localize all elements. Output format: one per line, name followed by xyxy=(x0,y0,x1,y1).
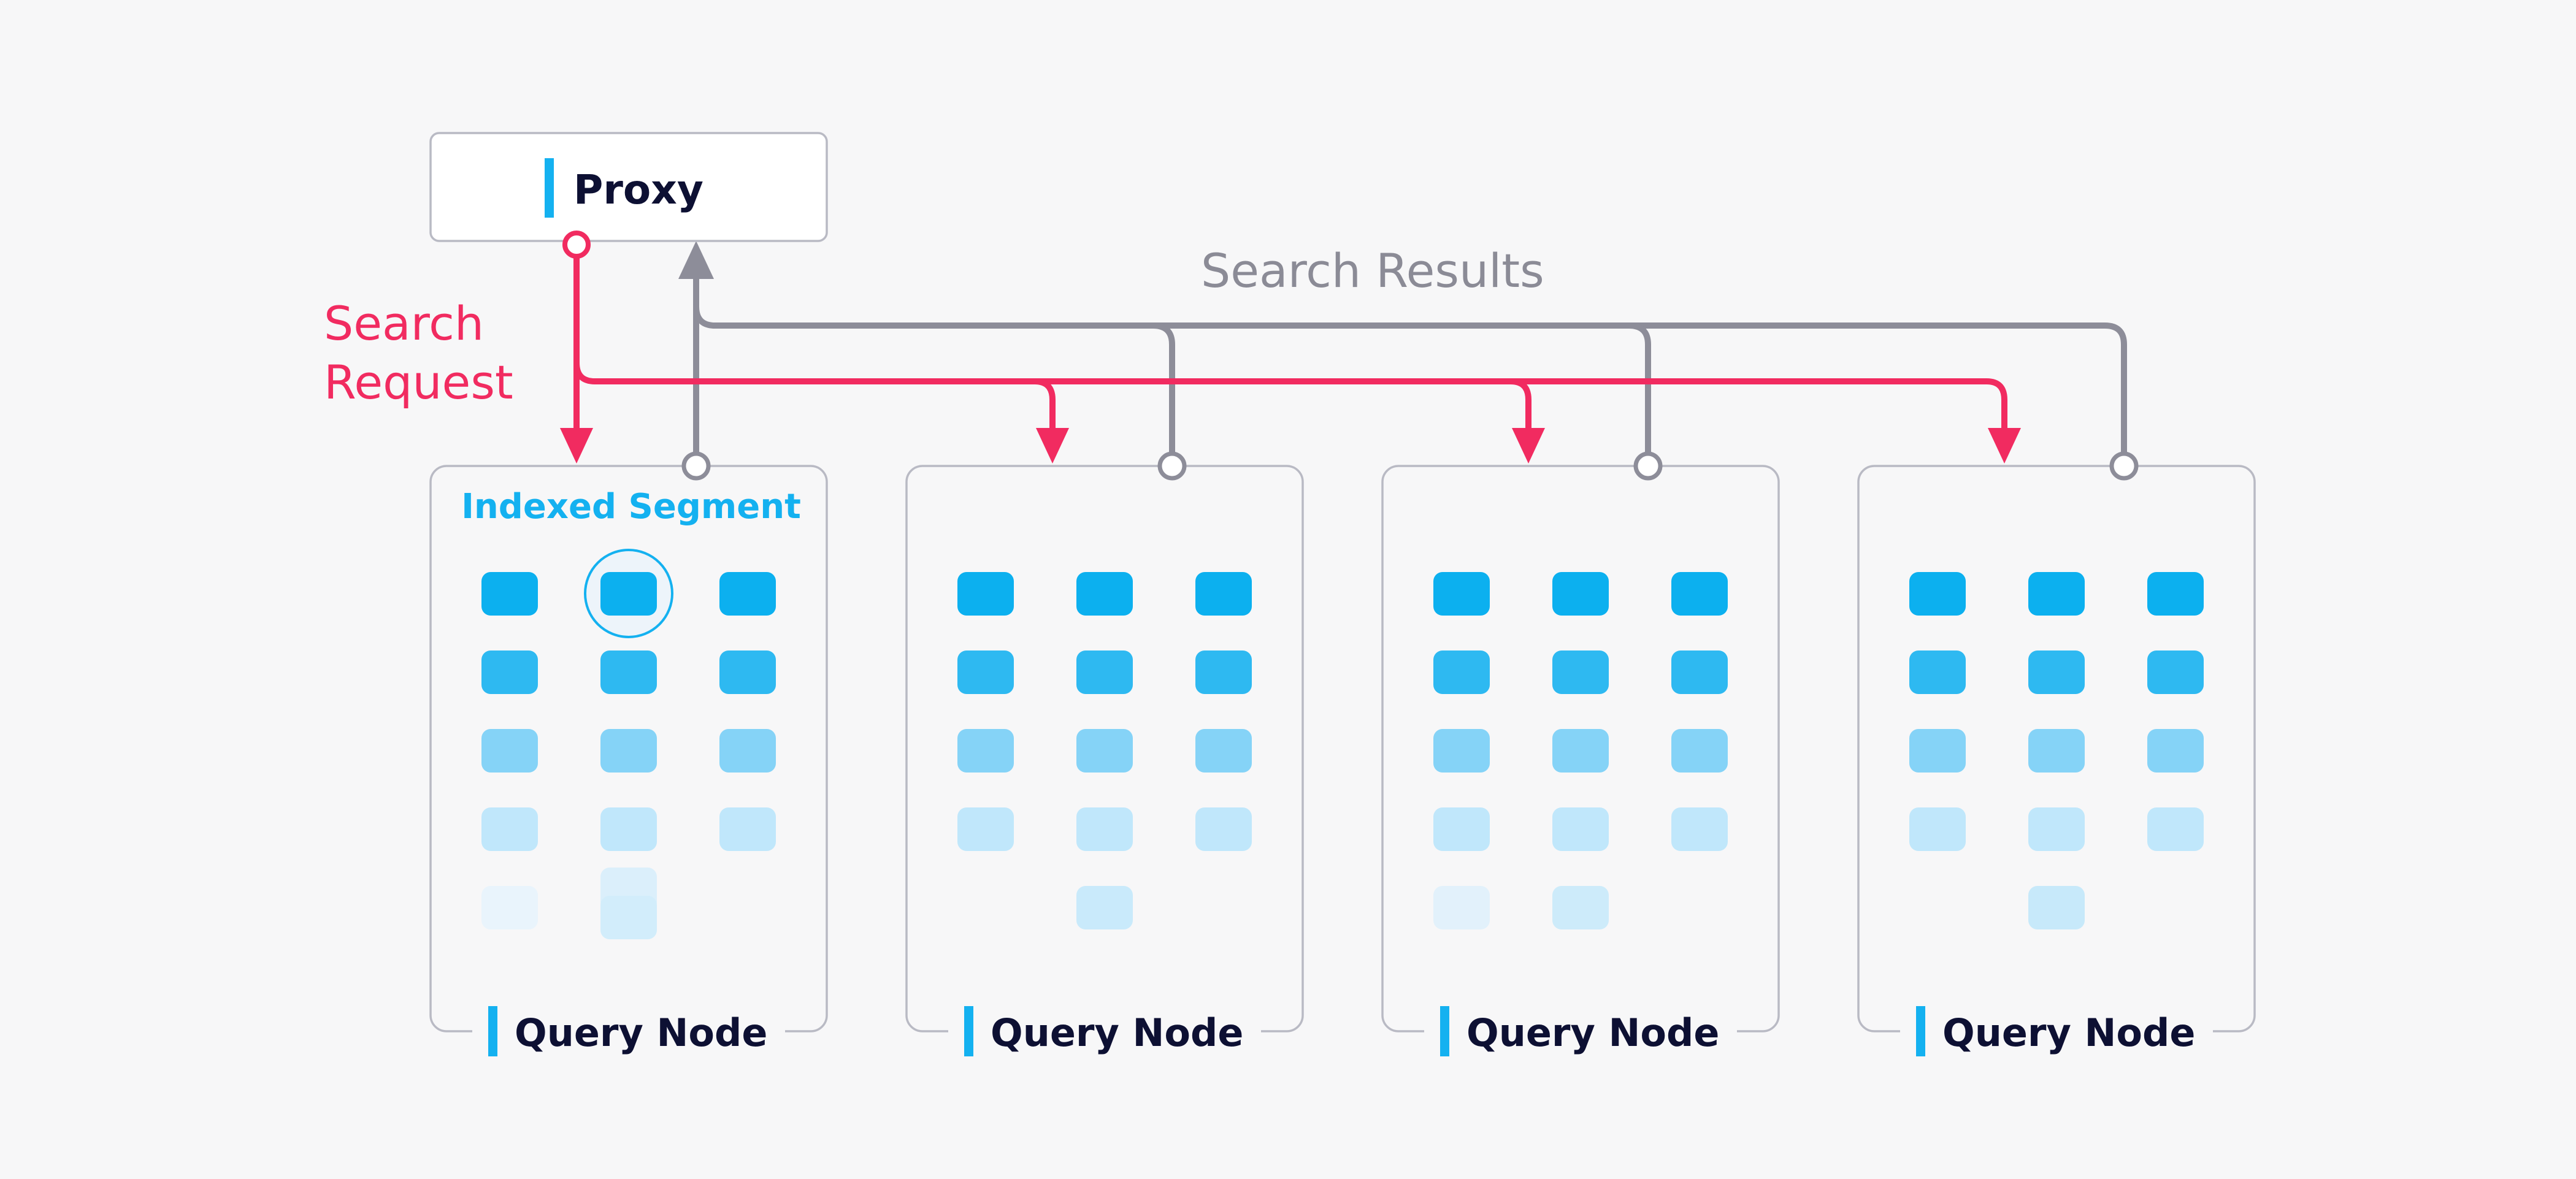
proxy-label: Proxy xyxy=(573,166,703,213)
node-label-backdrop xyxy=(1424,1003,1737,1061)
segment-block xyxy=(600,572,657,616)
segment-block xyxy=(1671,729,1728,773)
search-request-flow xyxy=(573,253,2007,432)
segment-block xyxy=(1909,651,1966,694)
segment-block xyxy=(1909,729,1966,773)
segment-block xyxy=(1671,651,1728,694)
segment-block xyxy=(957,807,1014,851)
segment-block xyxy=(2028,807,2085,851)
search-request-caption: Search Request xyxy=(324,296,513,410)
segment-block-faint xyxy=(1076,886,1133,929)
search-results-arrowhead-up-icon xyxy=(678,241,714,279)
proxy-accent-bar xyxy=(545,158,554,218)
search-results-branch-3 xyxy=(1626,322,1651,457)
query-node-label: Query Node xyxy=(1466,1010,1719,1055)
segment-block xyxy=(1671,572,1728,616)
search-results-branch-2 xyxy=(1150,322,1175,457)
segment-block xyxy=(2147,807,2204,851)
proxy-box xyxy=(429,132,828,242)
segment-block-faint xyxy=(481,886,538,929)
search-request-port-circle xyxy=(562,231,591,259)
search-request-caption-line1: Search xyxy=(324,296,484,351)
search-request-bus-line xyxy=(592,378,2007,432)
segment-block xyxy=(1076,651,1133,694)
segment-block xyxy=(719,729,776,773)
segment-block xyxy=(957,729,1014,773)
segment-block xyxy=(2028,572,2085,616)
segment-block xyxy=(2147,651,2204,694)
node-label-accent-bar xyxy=(964,1006,973,1056)
search-request-arrowhead-down-icon xyxy=(1988,428,2021,464)
search-request-caption-line2: Request xyxy=(324,355,513,410)
segment-block xyxy=(1552,807,1609,851)
node-label-accent-bar xyxy=(488,1006,497,1056)
search-request-branch-3 xyxy=(1508,378,1531,432)
query-node-4: Query Node xyxy=(1857,428,2256,1061)
query-node-3: Query Node xyxy=(1381,428,1780,1061)
query-node-label: Query Node xyxy=(1942,1010,2195,1055)
segment-block xyxy=(2028,651,2085,694)
query-node-label: Query Node xyxy=(515,1010,767,1055)
segment-block xyxy=(600,729,657,773)
segment-block xyxy=(481,572,538,616)
segment-block xyxy=(2028,729,2085,773)
segment-block xyxy=(1195,572,1252,616)
segment-block-faint xyxy=(600,896,657,939)
segment-block xyxy=(957,651,1014,694)
segment-block xyxy=(1076,572,1133,616)
proxy-node: Proxy xyxy=(429,132,828,259)
segment-block xyxy=(1076,807,1133,851)
segment-block xyxy=(719,807,776,851)
segment-block xyxy=(2147,572,2204,616)
node-label-backdrop xyxy=(1900,1003,2213,1061)
search-results-bus-line xyxy=(712,322,2127,457)
segment-block xyxy=(719,651,776,694)
search-request-arrowhead-down-icon xyxy=(560,428,593,464)
segment-block xyxy=(1909,572,1966,616)
segment-block xyxy=(600,807,657,851)
search-request-arrowhead-down-icon xyxy=(1036,428,1069,464)
segment-block xyxy=(1552,729,1609,773)
segment-block xyxy=(719,572,776,616)
search-results-port-circle xyxy=(2109,451,2139,481)
search-request-arrowhead-down-icon xyxy=(1512,428,1545,464)
node-label-backdrop xyxy=(472,1003,785,1061)
segment-block-faint xyxy=(2028,886,2085,929)
search-results-flow xyxy=(678,241,2127,457)
search-results-port-circle xyxy=(681,451,711,481)
node-label-accent-bar xyxy=(1916,1006,1925,1056)
segment-block xyxy=(1671,807,1728,851)
segment-block-faint xyxy=(1552,886,1609,929)
segment-block xyxy=(600,651,657,694)
segment-block xyxy=(1433,651,1490,694)
indexed-segment-label: Indexed Segment xyxy=(461,487,801,527)
query-node-2: Query Node xyxy=(905,428,1304,1061)
segment-block xyxy=(1195,729,1252,773)
segment-block-faint xyxy=(1433,886,1490,929)
segment-block xyxy=(481,807,538,851)
query-node-label: Query Node xyxy=(991,1010,1243,1055)
segment-block xyxy=(1552,572,1609,616)
segment-block xyxy=(957,572,1014,616)
node-label-backdrop xyxy=(948,1003,1261,1061)
search-results-port-circle xyxy=(1157,451,1187,481)
segment-block xyxy=(1076,729,1133,773)
segment-block xyxy=(1433,729,1490,773)
search-results-caption: Search Results xyxy=(1201,243,1544,298)
segment-block xyxy=(2147,729,2204,773)
segment-block xyxy=(481,651,538,694)
segment-block xyxy=(1195,651,1252,694)
search-results-port-circle xyxy=(1633,451,1663,481)
search-request-branch-2 xyxy=(1032,378,1056,432)
segment-block xyxy=(481,729,538,773)
segment-block xyxy=(1909,807,1966,851)
segment-block xyxy=(1195,807,1252,851)
segment-block xyxy=(1433,807,1490,851)
segment-block xyxy=(1552,651,1609,694)
node-label-accent-bar xyxy=(1440,1006,1449,1056)
segment-block xyxy=(1433,572,1490,616)
